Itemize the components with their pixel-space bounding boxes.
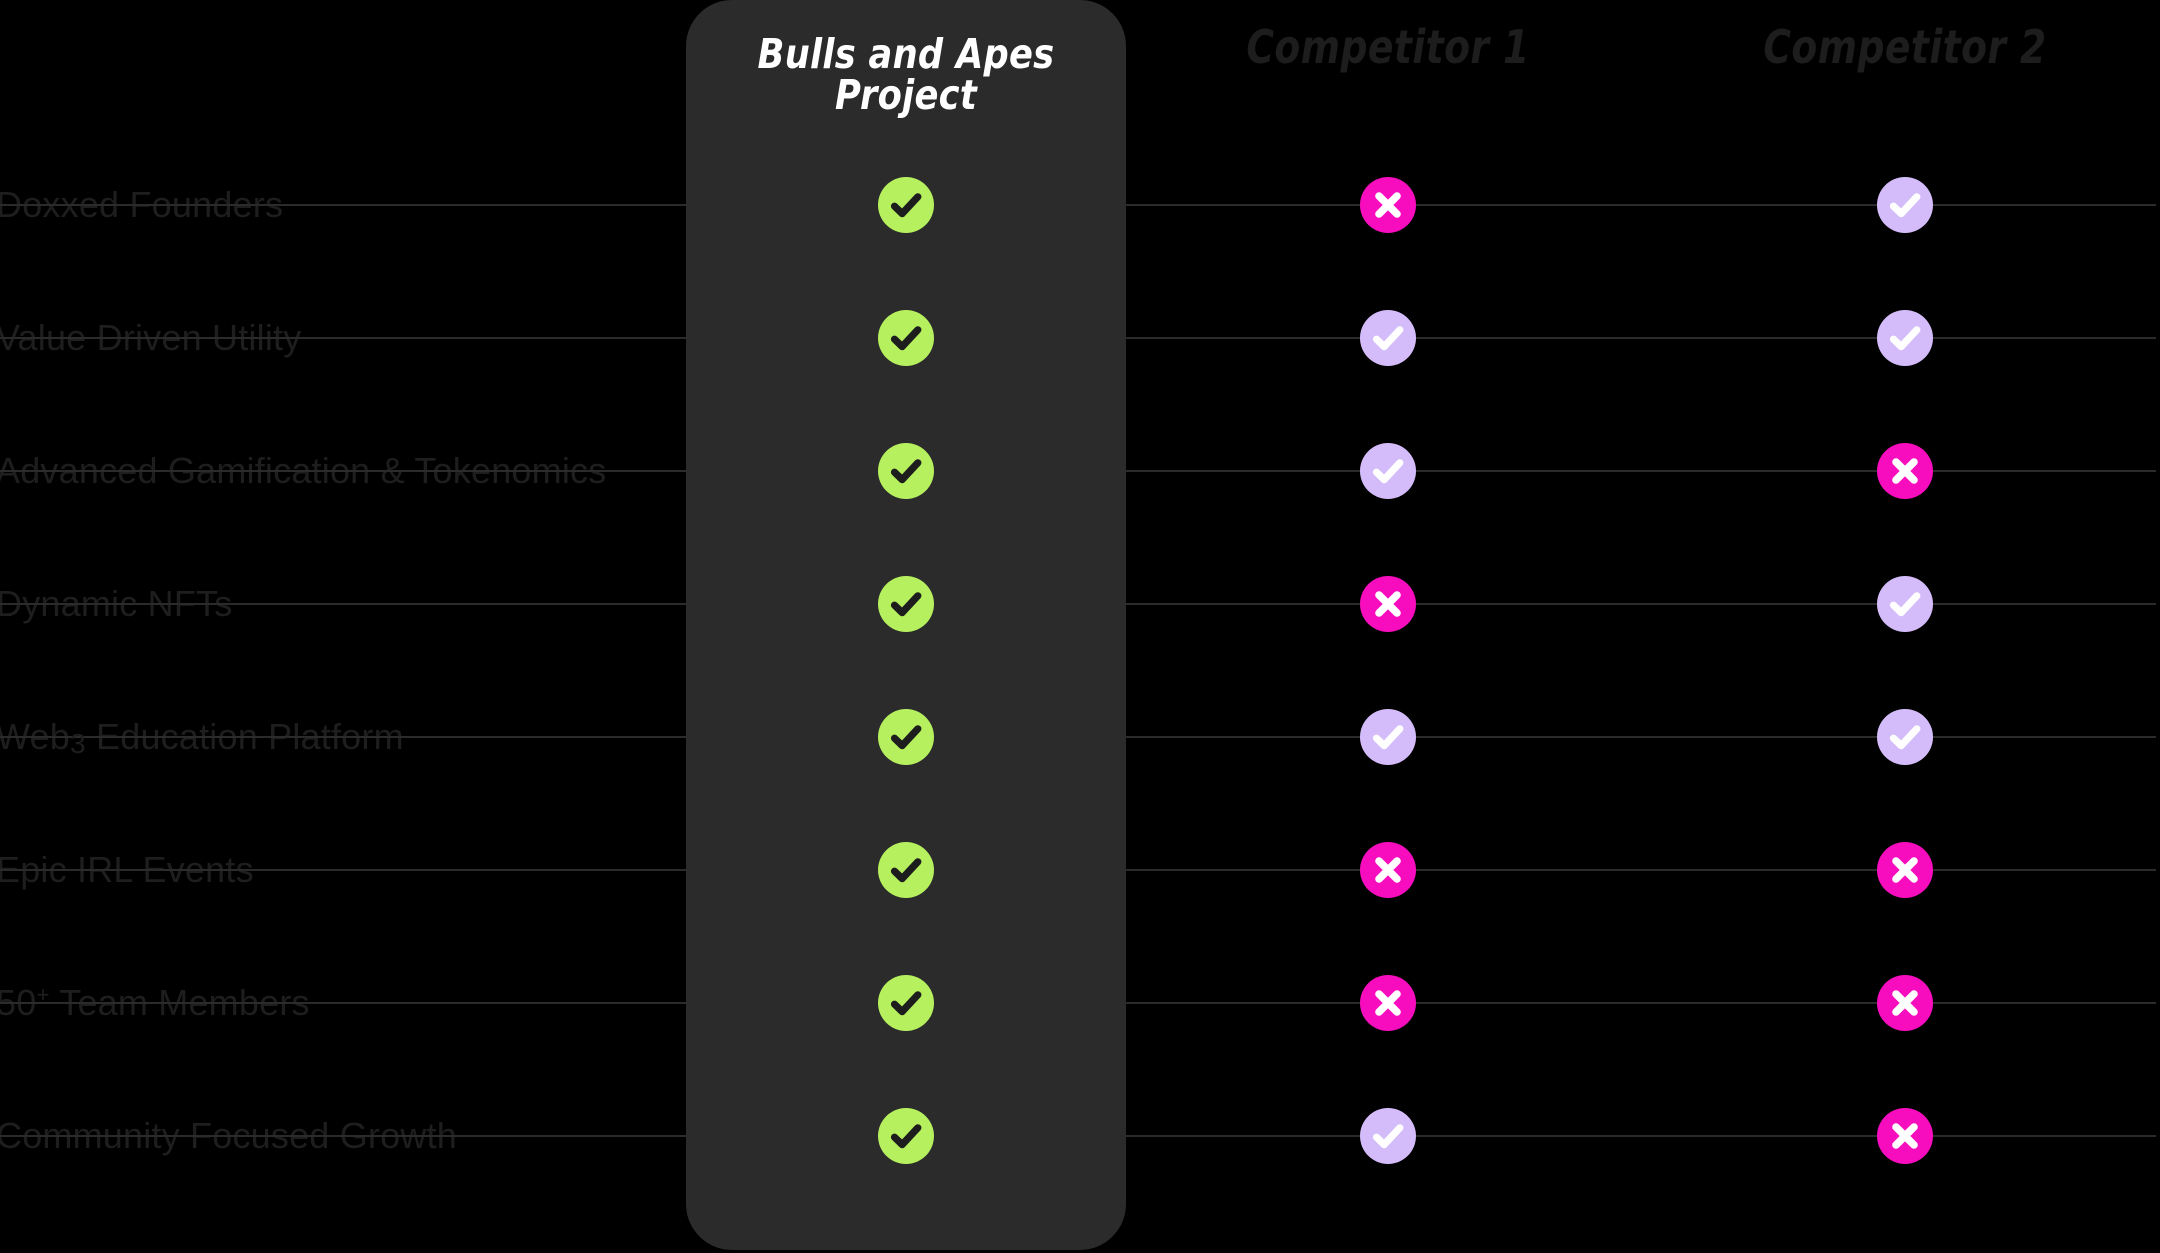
status-cell-brand — [686, 404, 1126, 537]
feature-label: Web3 Education Platform — [0, 670, 2156, 803]
feature-label: Dynamic NFTs — [0, 537, 2156, 670]
check-icon — [878, 708, 934, 765]
cross-icon — [1877, 974, 1933, 1031]
cross-icon — [1360, 974, 1416, 1031]
status-cell-brand — [686, 271, 1126, 404]
cross-icon — [1877, 841, 1933, 898]
check-icon — [1360, 442, 1416, 499]
cross-icon — [1877, 1107, 1933, 1164]
status-cell-competitor-1 — [1126, 670, 1650, 803]
check-icon — [878, 575, 934, 632]
check-icon — [1360, 708, 1416, 765]
feature-label: Community Focused Growth — [0, 1069, 2156, 1202]
check-icon — [878, 176, 934, 233]
status-cell-brand — [686, 1069, 1126, 1202]
cross-icon — [1360, 176, 1416, 233]
check-icon — [878, 442, 934, 499]
check-icon — [1877, 708, 1933, 765]
header-competitor-2: Competitor 2 — [1763, 20, 2047, 74]
header-feature-column — [0, 0, 686, 138]
status-cell-brand — [686, 537, 1126, 670]
header-competitor-1: Competitor 1 — [1246, 20, 1530, 74]
status-cell-competitor-1 — [1126, 537, 1650, 670]
status-cell-competitor-2 — [1650, 138, 2160, 271]
check-icon — [1360, 309, 1416, 366]
check-icon — [1877, 176, 1933, 233]
check-icon — [878, 974, 934, 1031]
feature-label: Doxxed Founders — [0, 138, 2156, 271]
feature-label: 50+ Team Members — [0, 936, 2156, 1069]
status-cell-competitor-1 — [1126, 1069, 1650, 1202]
status-cell-competitor-2 — [1650, 803, 2160, 936]
cross-icon — [1360, 841, 1416, 898]
status-cell-competitor-1 — [1126, 803, 1650, 936]
status-cell-competitor-1 — [1126, 271, 1650, 404]
status-cell-competitor-2 — [1650, 537, 2160, 670]
check-icon — [1360, 1107, 1416, 1164]
check-icon — [1877, 309, 1933, 366]
status-cell-competitor-2 — [1650, 404, 2160, 537]
status-cell-competitor-2 — [1650, 936, 2160, 1069]
check-icon — [878, 841, 934, 898]
brand-title-line-1: Bulls and Apes — [757, 30, 1055, 78]
status-cell-competitor-1 — [1126, 404, 1650, 537]
check-icon — [1877, 575, 1933, 632]
status-cell-competitor-1 — [1126, 138, 1650, 271]
feature-label: Advanced Gamification & Tokenomics — [0, 404, 2156, 537]
brand-title-line-2: Project — [835, 71, 977, 119]
cross-icon — [1360, 575, 1416, 632]
check-icon — [878, 309, 934, 366]
check-icon — [878, 1107, 934, 1164]
status-cell-brand — [686, 138, 1126, 271]
status-cell-competitor-2 — [1650, 670, 2160, 803]
status-cell-brand — [686, 936, 1126, 1069]
feature-label: Value Driven Utility — [0, 271, 2156, 404]
cross-icon — [1877, 442, 1933, 499]
feature-label: Epic IRL Events — [0, 803, 2156, 936]
status-cell-competitor-1 — [1126, 936, 1650, 1069]
status-cell-brand — [686, 670, 1126, 803]
status-cell-competitor-2 — [1650, 271, 2160, 404]
brand-column-title: Bulls and Apes Project — [717, 34, 1095, 116]
status-cell-competitor-2 — [1650, 1069, 2160, 1202]
status-cell-brand — [686, 803, 1126, 936]
